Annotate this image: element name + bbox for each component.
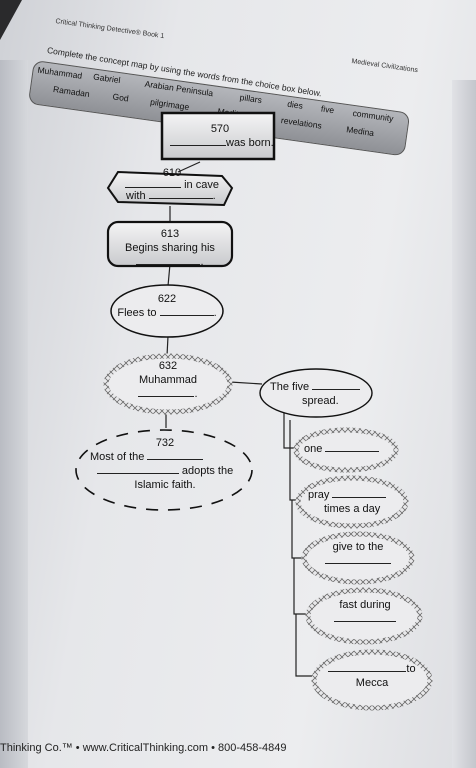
answer-blank[interactable]: [312, 380, 361, 390]
node-fast: fast during: [318, 598, 412, 626]
node-632-ellipse: [103, 353, 233, 415]
node-610-year: 610: [162, 167, 182, 179]
connector-lines: [165, 161, 314, 677]
node-732-ellipse: [75, 429, 253, 511]
node-613: 613 Begins sharing his .: [112, 227, 228, 269]
node-fast-text: fast during: [339, 599, 391, 611]
answer-blank[interactable]: [136, 255, 201, 265]
node-give: give to the: [312, 540, 404, 568]
node-one: one: [304, 442, 394, 456]
node-five-text1: The five: [270, 381, 310, 393]
answer-blank[interactable]: [328, 662, 407, 672]
answer-blank[interactable]: [325, 442, 380, 452]
answer-blank[interactable]: [170, 136, 226, 146]
node-610-text1: in cave: [184, 179, 219, 191]
page-spine: [0, 60, 28, 768]
node-pray-text1: pray: [308, 489, 330, 501]
answer-blank[interactable]: [148, 189, 213, 199]
node-pray-text2: times a day: [324, 503, 381, 515]
answer-blank[interactable]: [96, 464, 179, 474]
answer-blank[interactable]: [138, 387, 195, 397]
node-732-text1: Most of the: [90, 451, 145, 463]
node-610-octagon: [106, 170, 234, 207]
node-622-year: 622: [157, 293, 177, 305]
answer-blank[interactable]: [332, 488, 387, 498]
node-one-text: one: [304, 443, 323, 455]
node-mecca-ellipse: [311, 649, 433, 711]
node-give-text: give to the: [332, 541, 384, 553]
node-622-ellipse: [110, 284, 224, 338]
node-732-year: 732: [155, 437, 175, 449]
answer-blank[interactable]: [325, 554, 391, 564]
page-edge: [452, 80, 476, 768]
node-mecca-text1: to: [406, 663, 416, 675]
answer-blank[interactable]: [334, 612, 396, 622]
node-610: 610 in cave with .: [118, 166, 226, 203]
node-570: 570 was born.: [170, 122, 274, 150]
node-mecca: to Mecca: [322, 662, 422, 690]
answer-blank[interactable]: [147, 450, 204, 460]
node-632-year: 632: [158, 360, 178, 372]
footer: Thinking Co.™ • www.CriticalThinking.com…: [0, 742, 287, 754]
answer-blank[interactable]: [159, 306, 214, 316]
node-632-text: Muhammad: [138, 374, 198, 386]
node-five-ellipse: [259, 368, 373, 418]
node-613-year: 613: [160, 228, 180, 240]
node-610-text2: with: [126, 190, 146, 202]
node-one-ellipse: [293, 427, 399, 473]
node-732: 732 Most of the adopts the Islamic faith…: [80, 436, 250, 492]
node-five: The five spread.: [266, 380, 370, 408]
node-give-ellipse: [301, 531, 415, 585]
node-613-box: [106, 220, 234, 268]
node-pray: pray times a day: [308, 488, 400, 516]
node-732-text2: adopts the: [181, 465, 234, 477]
node-732-text3: Islamic faith.: [134, 479, 196, 491]
node-mecca-text2: Mecca: [355, 677, 389, 689]
node-622-text: Flees to: [117, 307, 157, 319]
node-613-text: Begins sharing his: [125, 242, 215, 254]
node-622: 622 Flees to .: [112, 292, 222, 320]
node-fast-ellipse: [305, 587, 423, 645]
node-five-text2: spread.: [302, 395, 339, 407]
node-570-text: was born.: [226, 137, 274, 149]
node-pray-ellipse: [295, 475, 409, 529]
answer-blank[interactable]: [125, 178, 182, 188]
node-570-box: [160, 111, 276, 161]
node-632: 632 Muhammad .: [116, 359, 220, 401]
node-570-year: 570: [210, 123, 230, 135]
